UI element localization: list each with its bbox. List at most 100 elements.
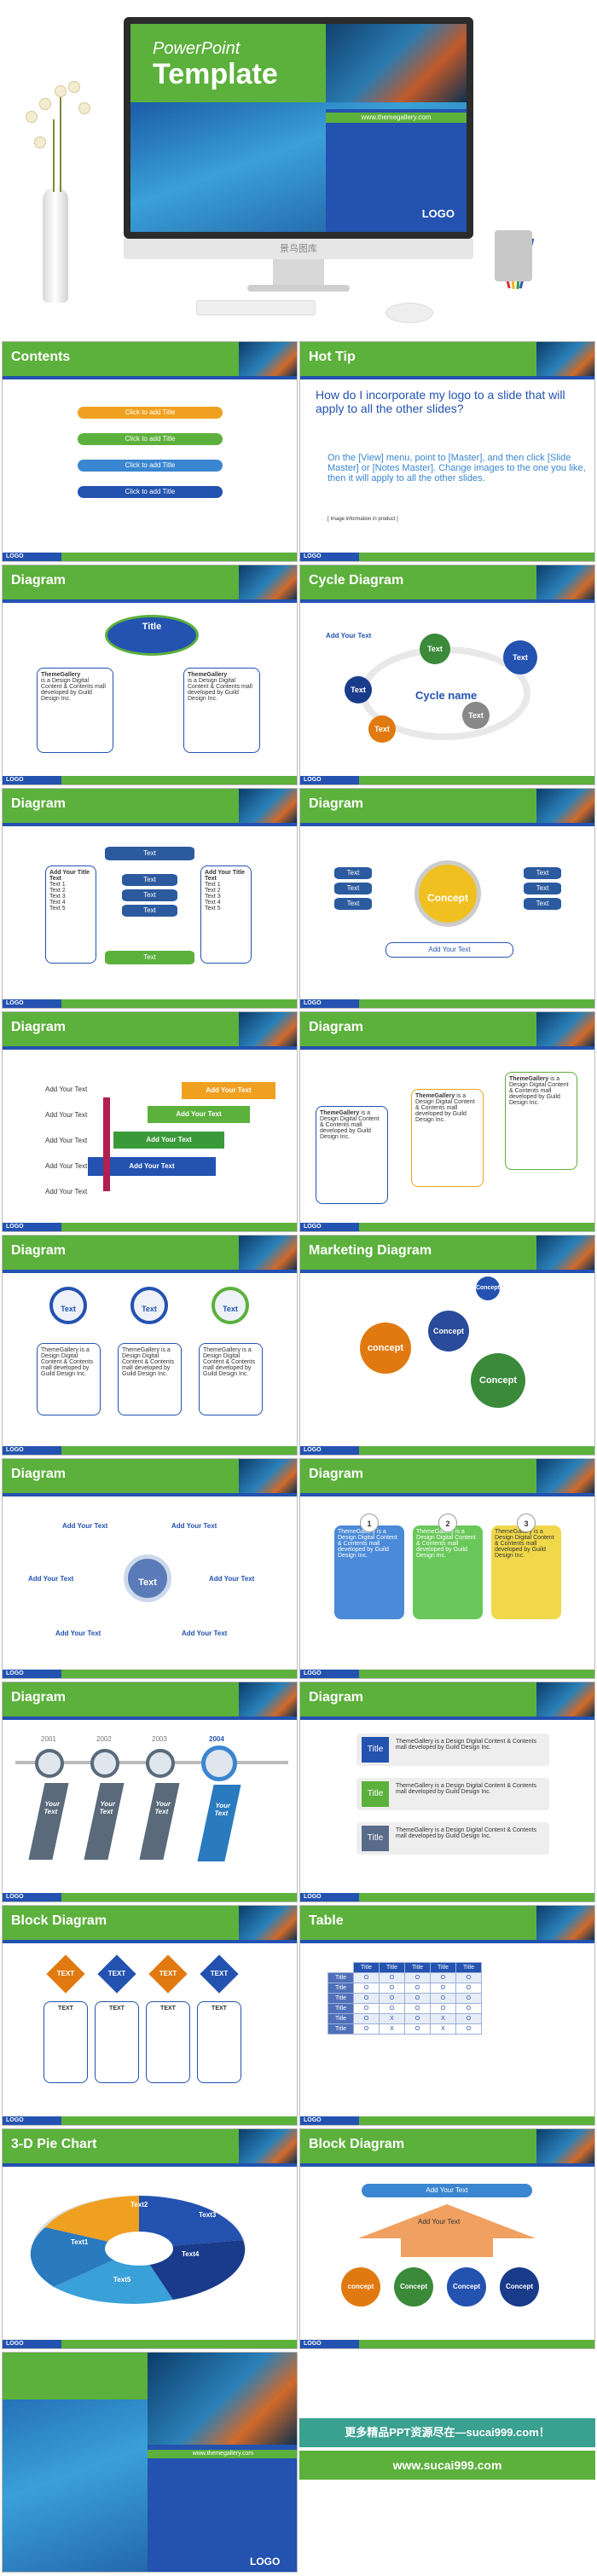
card-3: ThemeGallery is a Design Digital Content… [491,1525,561,1619]
block-box: TEXT [95,2001,139,2083]
pie-label: Text2 [130,2201,148,2208]
step-bar: Add Your Text [113,1132,224,1149]
step-label: Add Your Text [45,1188,88,1195]
slide-title: Hot Tip [309,350,356,364]
header-image [536,342,594,376]
step-label: Add Your Text [45,1085,88,1093]
flower [39,98,51,110]
vase [43,188,68,303]
concept-ball: concept [341,2267,380,2307]
row-text: ThemeGallery is a Design Digital Content… [396,1783,536,1795]
header-image [536,1236,594,1270]
spoke-label: Add Your Text [55,1630,101,1637]
slide-diagram-4: Diagram Add Your Text Add Your Text Add … [2,1011,298,1232]
pie-slice [45,2196,139,2249]
slide-logo: LOGO [6,1894,24,1900]
timeline-ribbon: Your Text [139,1783,180,1860]
flower [26,111,38,123]
spoke-label: Add Your Text [209,1575,255,1583]
slide-diagram-7: Diagram Text Add Your Text Add Your Text… [2,1458,298,1679]
step-bar: Add Your Text [148,1106,250,1123]
diamond-label: TEXT [159,1970,177,1977]
concept-ball: Concept [471,1353,525,1408]
text-box-2: ThemeGallery is a Design Digital Content… [118,1343,182,1415]
cylinder: Text [334,883,372,894]
cycle-name: Cycle name [415,689,478,702]
closing-image [148,2353,297,2445]
slide-logo: LOGO [304,553,322,559]
pie-chart [30,2196,246,2304]
spoke-label: Add Your Text [182,1630,228,1637]
card-1: ThemeGallery is a Design Digital Content… [334,1525,404,1619]
pie-slice [139,2196,243,2249]
cycle-ball: Text [420,634,450,664]
step-bar: Add Your Text [182,1082,275,1099]
slide-logo: LOGO [304,2117,322,2123]
flower [34,136,46,148]
title-ellipse: Title [105,615,199,656]
monitor-chin: 景鸟图库 [124,239,473,259]
slide-logo: LOGO [304,1670,322,1676]
block-box: TEXT [197,2001,241,2083]
timeline-ribbon: Your Text [84,1783,125,1860]
tip-question: How do I incorporate my logo to a slide … [316,388,565,415]
spoke-label: Add Your Text [28,1575,74,1583]
ad-url[interactable]: www.sucai999.com [299,2451,595,2480]
header-image [536,1906,594,1940]
hub-circle: Text [124,1554,171,1602]
concept-ball: Concept [447,2267,486,2307]
contents-item-1: Click to add Title [78,407,223,419]
cycle-ball: Text [368,715,396,743]
cylinder: Text [105,951,194,964]
cylinder: Text [334,867,372,879]
cover-title-line1: PowerPoint [153,39,241,58]
step-bar: Add Your Text [88,1157,216,1176]
text-box-3: ThemeGallery is a Design Digital Content… [199,1343,263,1415]
slide-diagram-5: Diagram ThemeGallery is a Design Digital… [299,1011,595,1232]
header-image [536,1682,594,1716]
slide-logo: LOGO [304,2341,322,2347]
slide-title: Diagram [11,1243,67,1258]
slide-contents: Contents Click to add Title Click to add… [2,341,298,562]
slide-logo: LOGO [304,1000,322,1006]
slide-diagram-3: Diagram Text Text Text Text Text Text Co… [299,788,595,1009]
concept-ball: Concept [394,2267,433,2307]
keyboard [196,300,316,315]
header-image [536,1012,594,1046]
monitor: www.themegallery.com PowerPoint Template… [124,17,473,239]
contents-item-3: Click to add Title [78,460,223,472]
header-image [239,1682,297,1716]
cylinder: Text [524,883,561,894]
text-box-2: ThemeGallery is a Design Digital Content… [411,1089,484,1187]
slide-marketing-diagram: Marketing Diagram Concept Concept concep… [299,1235,595,1456]
step-circle: Text [212,1287,249,1324]
top-bar: Add Your Text [362,2184,532,2197]
cover-logo: LOGO [421,207,455,220]
year-label: 2002 [96,1735,112,1743]
slide-title: Diagram [309,796,364,811]
closing-url: www.themegallery.com [148,2450,297,2458]
step-label: Add Your Text [45,1162,88,1170]
slide-title: Diagram [309,1690,364,1705]
slide-logo: LOGO [304,777,322,783]
cylinder: Text [524,867,561,879]
header-image [536,565,594,599]
ad-banner[interactable]: 更多精品PPT资源尽在—sucai999.com！ [299,2418,595,2447]
header-image [536,2129,594,2163]
timeline-node [146,1749,175,1778]
cylinder: Text [524,898,561,910]
slide-logo: LOGO [304,1224,322,1230]
slide-block-diagram-2: Block Diagram Add Your Text Add Your Tex… [299,2128,595,2349]
pie-label: Text4 [182,2250,200,2258]
pencil-cup [495,230,532,281]
